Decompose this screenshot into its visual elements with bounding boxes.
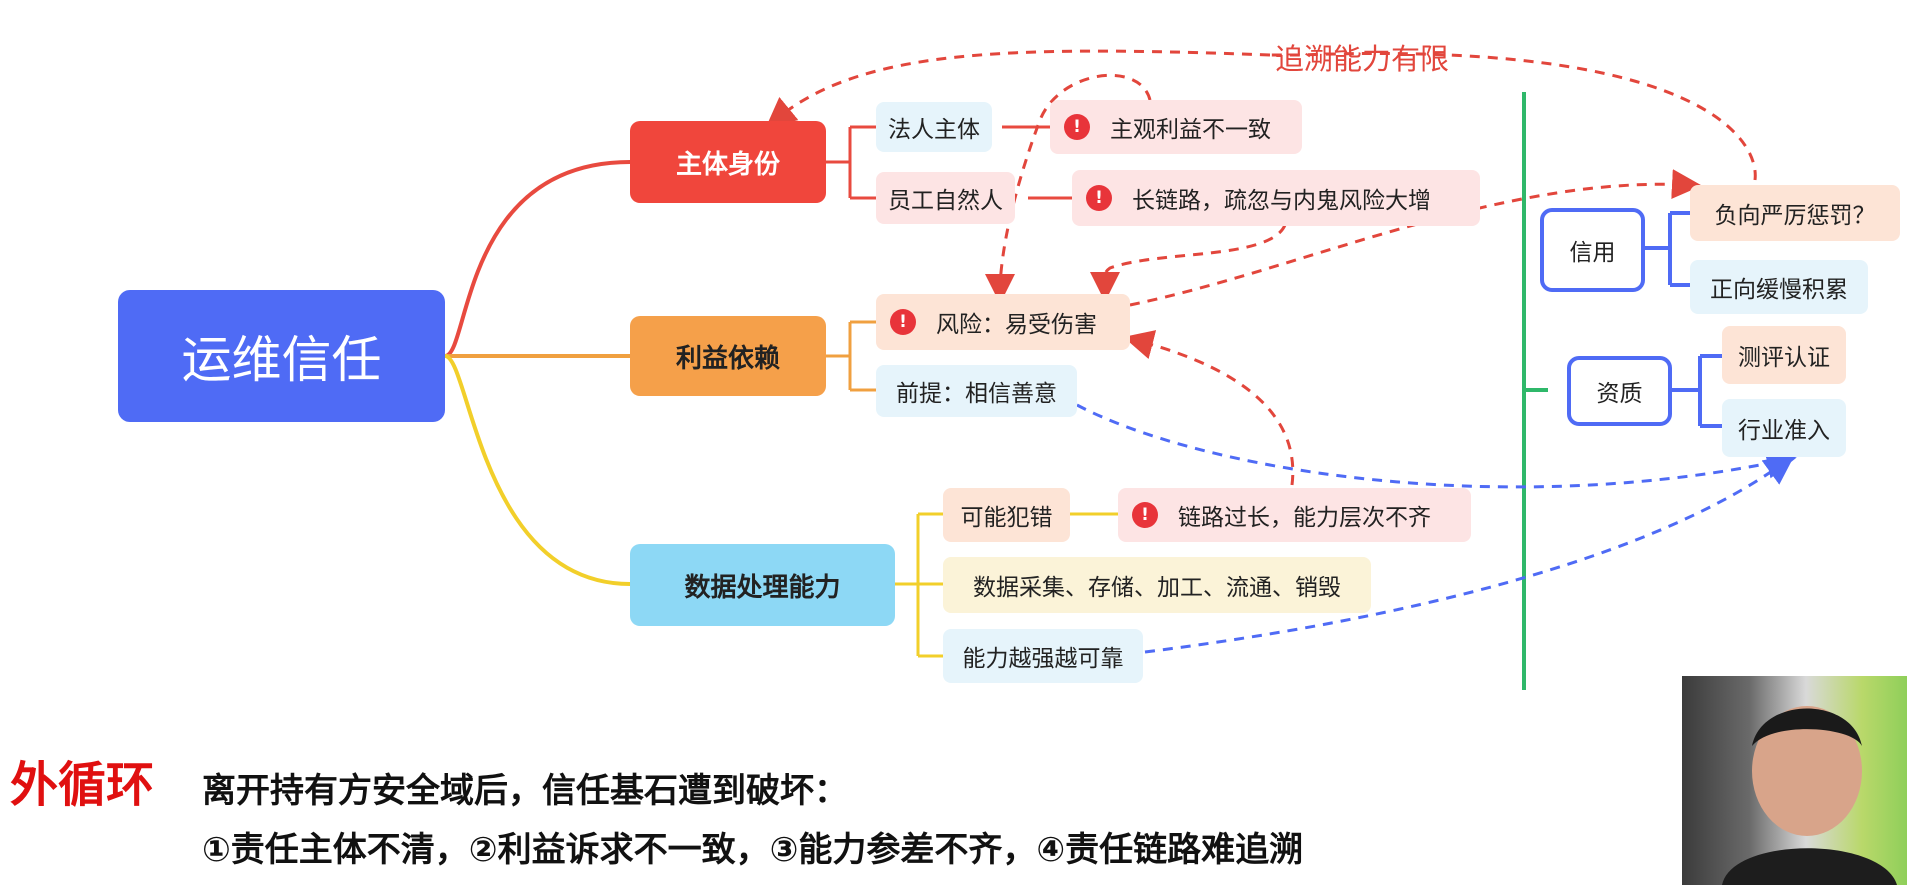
warning-chain-too-long: ! 链路过长，能力层次不齐: [1118, 488, 1471, 542]
webcam-inset: [1682, 676, 1907, 885]
leaf-premise: 前提：相信善意: [876, 365, 1077, 417]
dashed-arrow-longchain: [1089, 224, 1287, 302]
warning-icon: !: [1086, 185, 1112, 211]
dashed-arrow-chain-risk: [1123, 330, 1295, 486]
warning-risk: ! 风险：易受伤害: [876, 294, 1130, 350]
leaf-industry-access: 行业准入: [1722, 399, 1846, 457]
connector-root-capability: [444, 354, 631, 586]
footer-line-2: ①责任主体不清，②利益诉求不一致，③能力参差不齐，④责任链路难追溯: [202, 830, 1304, 870]
warning-text: 主观利益不一致: [1110, 117, 1271, 143]
dashed-arrow-risk-negative: [1129, 169, 1702, 307]
annotation-trace-limited: 追溯能力有限: [1275, 42, 1450, 76]
root-node-ops-trust: 运维信任: [118, 290, 445, 422]
warning-icon: !: [890, 309, 916, 335]
dashed-arrow-trace: [775, 49, 1757, 181]
leaf-stronger-reliable: 能力越强越可靠: [943, 629, 1143, 683]
warning-long-chain: ! 长链路，疏忽与内鬼风险大增: [1072, 170, 1480, 226]
leaf-assessment: 测评认证: [1722, 326, 1846, 384]
branch-capability: 数据处理能力: [630, 544, 895, 626]
dashed-arrow-subjective: [985, 73, 1152, 304]
warning-icon: !: [1064, 114, 1090, 140]
leaf-negative-punish: 负向严厉惩罚？: [1690, 185, 1900, 241]
warning-text: 风险：易受伤害: [936, 312, 1097, 338]
leaf-employee: 员工自然人: [876, 172, 1015, 224]
leaf-legal-entity: 法人主体: [876, 102, 992, 152]
dashed-arrow-premise-access: [1076, 403, 1797, 489]
warning-subjective-interest: ! 主观利益不一致: [1050, 100, 1302, 154]
warning-text: 长链路，疏忽与内鬼风险大增: [1132, 188, 1431, 214]
branch-identity: 主体身份: [630, 121, 826, 203]
footer-title: 外循环: [10, 757, 155, 813]
warning-text: 链路过长，能力层次不齐: [1178, 505, 1431, 531]
leaf-positive-accumulate: 正向缓慢积累: [1690, 260, 1868, 314]
dashed-arrow-strong-access: [1144, 454, 1795, 654]
presenter-figure: [1722, 706, 1897, 885]
node-credit: 信用: [1540, 208, 1645, 292]
warning-icon: !: [1132, 502, 1158, 528]
leaf-data-lifecycle: 数据采集、存储、加工、流通、销毁: [943, 557, 1371, 613]
footer-line-1: 离开持有方安全域后，信任基石遭到破坏：: [202, 771, 848, 811]
branch-interest: 利益依赖: [630, 316, 826, 396]
leaf-may-err: 可能犯错: [943, 488, 1070, 542]
node-qualification: 资质: [1567, 356, 1672, 426]
connector-root-identity: [444, 160, 631, 358]
